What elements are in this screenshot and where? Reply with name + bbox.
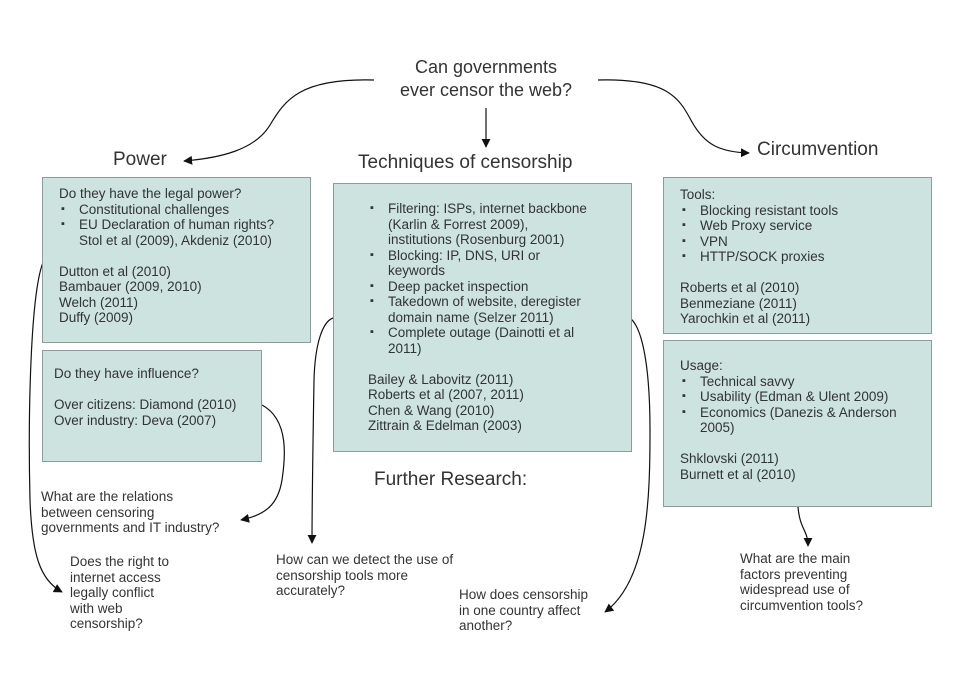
list-item: HTTP/SOCK proxies — [680, 249, 921, 265]
reference: Shklovski (2011) — [680, 451, 779, 466]
main-question: Can governments ever censor the web? — [360, 56, 612, 101]
heading-further-research: Further Research: — [374, 469, 528, 490]
techniques-bullet-list: Filtering: ISPs, internet backbone (Karl… — [368, 201, 621, 356]
power-bullet-citation: Stol et al (2009), Akdeniz (2010) — [79, 232, 272, 248]
tools-bullet-list: Blocking resistant tools Web Proxy servi… — [680, 203, 921, 265]
question-factors: What are the main factors preventing wid… — [740, 551, 864, 613]
influence-intro: Do they have influence? — [54, 366, 199, 381]
reference: Benmeziane (2011) — [680, 295, 797, 311]
power-bullet-list: Constitutional challenges EU Declaration… — [59, 202, 300, 233]
reference: Burnett et al (2010) — [680, 466, 796, 482]
tools-box: Tools: Blocking resistant tools Web Prox… — [663, 177, 932, 334]
reference: Duffy (2009) — [59, 310, 134, 325]
techniques-box: Filtering: ISPs, internet backbone (Karl… — [333, 183, 632, 452]
arrow-techniques-to-affect — [604, 317, 651, 613]
list-item: Technical savvy — [680, 374, 921, 390]
heading-techniques: Techniques of censorship — [358, 152, 573, 173]
heading-circumvention: Circumvention — [757, 139, 879, 160]
power-box: Do they have the legal power? Constituti… — [42, 177, 311, 343]
heading-power: Power — [113, 149, 167, 170]
list-item: Filtering: ISPs, internet backbone (Karl… — [368, 201, 621, 248]
arrow-power-to-right — [28, 259, 63, 593]
tools-intro: Tools: — [680, 187, 716, 202]
list-item: Blocking resistant tools — [680, 203, 921, 219]
arrow-usage-to-factors — [797, 506, 813, 547]
main-question-line: ever censor the web? — [399, 79, 573, 100]
usage-intro: Usage: — [680, 358, 723, 373]
arrow-to-power — [183, 79, 375, 165]
reference: Welch (2011) — [59, 294, 139, 310]
list-item: Blocking: IP, DNS, URI or keywords — [368, 248, 621, 279]
influence-line: Over citizens: Diamond (2010) — [54, 397, 237, 412]
question-affect: How does censorship in one country affec… — [459, 587, 589, 633]
reference: Zittrain & Edelman (2003) — [368, 418, 522, 433]
influence-line: Over industry: Deva (2007) — [54, 412, 217, 428]
arrow-to-circumvention — [597, 79, 750, 158]
question-detect: How can we detect the use of censorship … — [276, 552, 454, 598]
power-intro: Do they have the legal power? — [59, 186, 242, 201]
usage-box: Usage: Technical savvy Usability (Edman … — [663, 340, 932, 507]
list-item: Web Proxy service — [680, 218, 921, 234]
question-right-to-access: Does the right to internet access legall… — [70, 554, 170, 631]
list-item: EU Declaration of human rights? — [59, 217, 300, 233]
reference: Bambauer (2009, 2010) — [59, 279, 202, 294]
reference: Bailey & Labovitz (2011) — [368, 371, 514, 387]
list-item: Deep packet inspection — [368, 279, 621, 295]
question-relations: What are the relations between censoring… — [41, 489, 220, 535]
reference: Roberts et al (2007, 2011) — [368, 387, 524, 402]
main-question-line: Can governments — [414, 57, 558, 77]
list-item: Usability (Edman & Ulent 2009) — [680, 389, 921, 405]
list-item: Economics (Danezis & Anderson 2005) — [680, 405, 921, 436]
list-item: VPN — [680, 234, 921, 250]
reference: Dutton et al (2010) — [59, 263, 171, 279]
arrow-techniques-to-detect — [307, 317, 334, 544]
arrow-influence-to-relations — [240, 404, 285, 523]
reference: Yarochkin et al (2011) — [680, 311, 811, 326]
usage-bullet-list: Technical savvy Usability (Edman & Ulent… — [680, 374, 921, 436]
list-item: Complete outage (Dainotti et al 2011) — [368, 325, 621, 356]
reference: Chen & Wang (2010) — [368, 402, 495, 418]
reference: Roberts et al (2010) — [680, 280, 800, 295]
influence-box: Do they have influence? Over citizens: D… — [42, 350, 262, 462]
list-item: Takedown of website, deregister domain n… — [368, 294, 621, 325]
list-item: Constitutional challenges — [59, 202, 300, 218]
